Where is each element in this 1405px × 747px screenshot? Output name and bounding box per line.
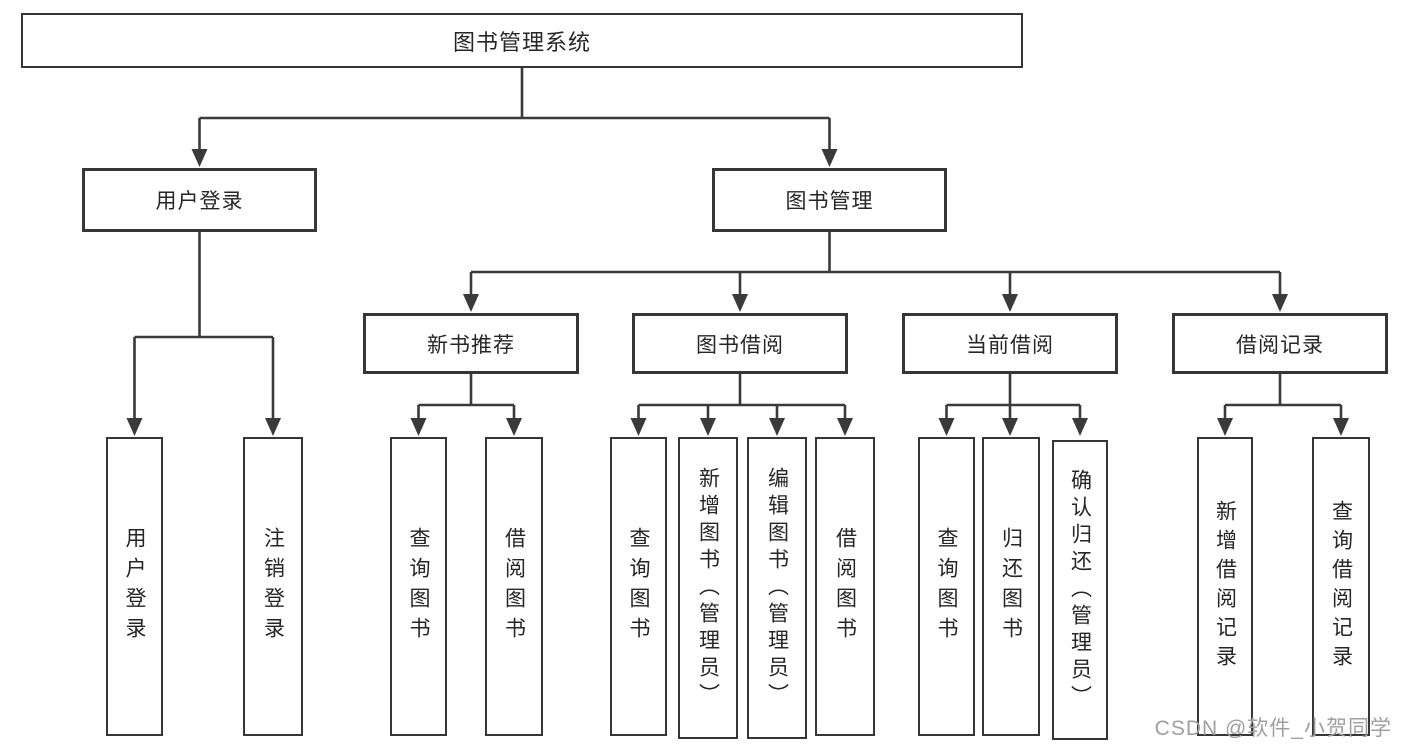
node-label: 确认归还（管理员） <box>1068 468 1092 712</box>
node-label: 用户登录 <box>155 190 244 213</box>
leaf-add-book-admin: 新增图书（管理员） <box>678 437 738 739</box>
leaf-query-borrow-record: 查询借阅记录 <box>1312 437 1370 736</box>
node-label: 注销登录 <box>261 526 285 647</box>
leaf-confirm-return-admin: 确认归还（管理员） <box>1052 440 1108 740</box>
node-label: 查询图书 <box>627 526 650 647</box>
node-label: 图书借阅 <box>696 333 784 357</box>
csdn-watermark: CSDN @软件_小贺同学 <box>1154 717 1392 740</box>
node-label: 查询借阅记录 <box>1329 499 1353 674</box>
leaf-add-borrow-record: 新增借阅记录 <box>1197 437 1253 736</box>
node-label: 新增借阅记录 <box>1213 499 1237 674</box>
node-new-book-recommend: 新书推荐 <box>363 313 579 374</box>
node-label: 新书推荐 <box>427 333 515 357</box>
node-label: 新增图书（管理员） <box>696 466 720 710</box>
leaf-query-books-current: 查询图书 <box>918 437 975 736</box>
node-book-borrow: 图书借阅 <box>632 313 848 374</box>
node-book-management: 图书管理 <box>712 168 947 232</box>
node-borrow-records: 借阅记录 <box>1172 313 1388 374</box>
leaf-query-books-borrow: 查询图书 <box>610 437 667 736</box>
node-label: 查询图书 <box>407 526 430 647</box>
node-label: 查询图书 <box>935 526 958 647</box>
node-label: 归还图书 <box>999 526 1023 647</box>
node-current-borrow: 当前借阅 <box>902 313 1118 374</box>
leaf-logout: 注销登录 <box>243 437 303 736</box>
node-label: 图书管理 <box>785 190 874 213</box>
leaf-edit-book-admin: 编辑图书（管理员） <box>747 437 807 739</box>
node-label: 当前借阅 <box>966 333 1054 357</box>
leaf-borrow-books-recommend: 借阅图书 <box>485 437 543 736</box>
node-label: 图书管理系统 <box>452 29 591 55</box>
node-label: 借阅记录 <box>1236 333 1324 357</box>
node-label: 借阅图书 <box>502 526 526 647</box>
node-label: 用户登录 <box>123 526 146 647</box>
leaf-user-login: 用户登录 <box>106 437 163 736</box>
node-user-login: 用户登录 <box>82 168 317 232</box>
leaf-return-book: 归还图书 <box>982 437 1040 736</box>
node-label: 借阅图书 <box>833 526 857 647</box>
node-library-system: 图书管理系统 <box>21 13 1023 68</box>
leaf-query-books-recommend: 查询图书 <box>390 437 447 736</box>
leaf-borrow-books: 借阅图书 <box>815 437 875 736</box>
node-label: 编辑图书（管理员） <box>765 466 789 710</box>
